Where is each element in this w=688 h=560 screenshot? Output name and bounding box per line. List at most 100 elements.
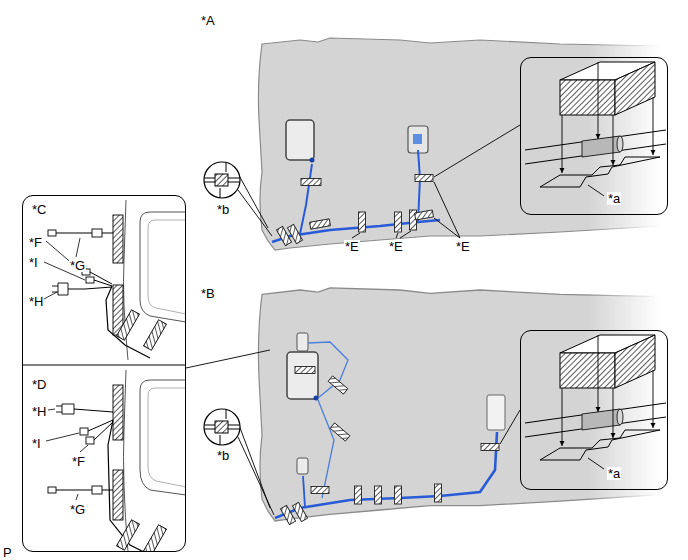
- callout-label: *E: [388, 240, 404, 253]
- pillar-detail: [86, 277, 94, 283]
- pillar-detail: [140, 380, 185, 495]
- callout-label: *F: [71, 455, 86, 468]
- pillar-detail: [144, 320, 167, 350]
- leader-lines-a: [238, 190, 272, 236]
- pillar-detail: [102, 490, 113, 491]
- callout-label: P: [2, 546, 13, 559]
- pillar-detail: [106, 286, 150, 358]
- headliner-a: [395, 212, 402, 232]
- pillar-detail: [46, 433, 79, 441]
- headliner-b: [311, 487, 329, 494]
- leader-lines-a: [434, 182, 460, 238]
- headliner-b: [481, 444, 499, 451]
- pillar-detail: [44, 292, 57, 299]
- headliner-b: [287, 352, 318, 399]
- callout-label: *G: [69, 503, 86, 516]
- pillar-detail: [144, 525, 167, 551]
- headliner-a: [413, 134, 422, 144]
- pillar-detail: [113, 385, 123, 440]
- headliner-a: [415, 175, 433, 182]
- callout-label: *G: [69, 259, 86, 272]
- pillar-detail: [86, 437, 94, 444]
- headliner-a: [301, 179, 321, 186]
- pillar-detail: [113, 470, 123, 520]
- headliner-b: [435, 484, 442, 502]
- headliner-b: [292, 502, 307, 521]
- headliner-b: [375, 486, 382, 504]
- headliner-a: [408, 126, 428, 153]
- pillar-detail: [23, 200, 185, 551]
- pillar-detail: [76, 238, 80, 257]
- pillar-detail: [56, 233, 92, 234]
- detail-circle: [204, 409, 240, 445]
- leader-lines-a: [236, 125, 520, 238]
- headliner-b: [487, 395, 505, 430]
- callout-label: *I: [31, 437, 42, 450]
- pillar-detail: [124, 370, 129, 551]
- headliner-b: [295, 367, 315, 374]
- pillar-detail: [80, 445, 88, 452]
- headliner-b: [280, 505, 295, 524]
- headliner-b: [328, 376, 348, 394]
- pillar-detail: [113, 215, 123, 263]
- headliner-b: [297, 333, 308, 351]
- headliner-a: [287, 224, 302, 243]
- headliner-b: [258, 288, 660, 521]
- tape-detail: [525, 62, 666, 196]
- pillar-detail: [140, 212, 185, 322]
- pillar-detail: [74, 409, 113, 412]
- headliner-a: [359, 212, 366, 232]
- callout-label: *H: [31, 405, 47, 418]
- detail-panel: *C *F *G *I *H *D *H *I *F *G: [22, 195, 186, 552]
- callout-label: *E: [455, 240, 471, 253]
- headliner-a: [418, 150, 420, 222]
- pillar-detail: [102, 233, 113, 234]
- headliner-b: [314, 396, 319, 401]
- headliner-a: [310, 158, 315, 163]
- leader-lines-a: [434, 218, 460, 238]
- callout-label: *b: [216, 203, 230, 216]
- callout-label: *E: [344, 240, 360, 253]
- callout-label: *b: [216, 449, 230, 462]
- callout-label: *F: [28, 236, 43, 249]
- leader-lines-b: [236, 417, 270, 508]
- pillar-detail: [108, 420, 160, 551]
- headliner-b: [303, 476, 305, 507]
- callout-label: *C: [31, 203, 47, 216]
- headliner-b: [275, 432, 497, 518]
- leader-lines-b: [186, 350, 520, 515]
- callout-label: *a: [607, 192, 621, 205]
- headliner-b: [330, 423, 350, 441]
- leader-lines-a: [352, 233, 360, 238]
- pillar-detail: [117, 520, 140, 550]
- leader-lines-b: [500, 410, 520, 444]
- headliner-b: [395, 486, 402, 504]
- headliner-b: [318, 400, 334, 498]
- callout-label: *B: [200, 287, 216, 300]
- pillar-detail: [92, 229, 102, 237]
- zoom-box: *a: [520, 330, 668, 490]
- detail-circle: [204, 162, 240, 198]
- leader-lines-a: [434, 125, 520, 177]
- pillar-detail: [80, 428, 88, 435]
- pillar-detail: [48, 487, 56, 493]
- leader-lines-a: [236, 170, 268, 228]
- callout-label: *H: [28, 295, 44, 308]
- pillar-detail: [68, 272, 112, 289]
- headliner-b: [355, 486, 362, 504]
- headliner-a: [310, 219, 331, 229]
- callout-label: *D: [31, 378, 47, 391]
- pillar-detail: [148, 388, 185, 487]
- leader-lines-a: [400, 231, 411, 238]
- callout-label: *I: [28, 256, 39, 269]
- headliner-a: [415, 210, 434, 220]
- pillar-detail: [23, 365, 185, 366]
- tape-detail: [525, 335, 666, 469]
- pillar-detail: [56, 490, 92, 491]
- headliner-b: [297, 458, 308, 474]
- pillar-detail: [48, 230, 56, 236]
- leader-lines-a: [396, 233, 398, 238]
- pillar-detail: [148, 220, 185, 314]
- pillar-detail: [117, 310, 140, 340]
